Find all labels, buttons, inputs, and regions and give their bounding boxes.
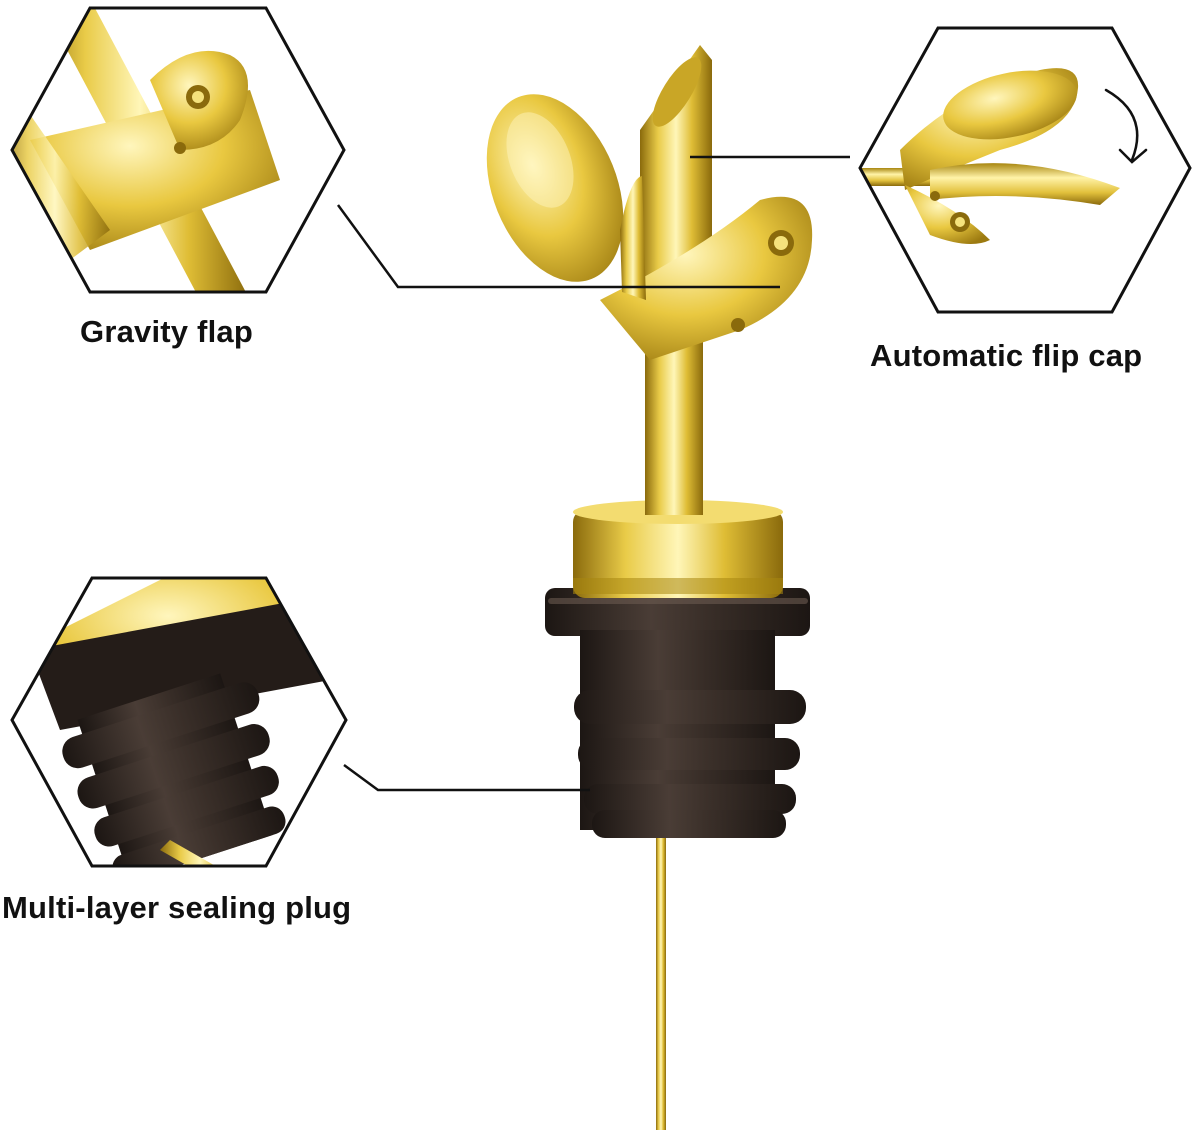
detail-hex-flip-cap xyxy=(858,26,1192,314)
callout-line-sealing-plug xyxy=(343,763,590,792)
gravity-flap-leaf xyxy=(486,94,624,282)
hinge-bracket xyxy=(600,196,813,360)
automatic-flip-cap-label: Automatic flip cap xyxy=(870,338,1143,373)
sealing-plug-label: Multi-layer sealing plug xyxy=(2,890,352,925)
callout-lines xyxy=(336,155,850,792)
detail-hex-sealing-plug xyxy=(10,576,348,868)
rear-tab xyxy=(620,176,646,300)
rubber-plug xyxy=(545,588,810,838)
pourer xyxy=(486,45,813,1130)
detail-hex-gravity-flap xyxy=(10,6,346,294)
callout-line-gravity-flap xyxy=(336,204,780,289)
curved-arrow-icon xyxy=(1104,88,1148,164)
pourer-pin xyxy=(656,820,666,1130)
gravity-flap-label: Gravity flap xyxy=(80,314,253,349)
